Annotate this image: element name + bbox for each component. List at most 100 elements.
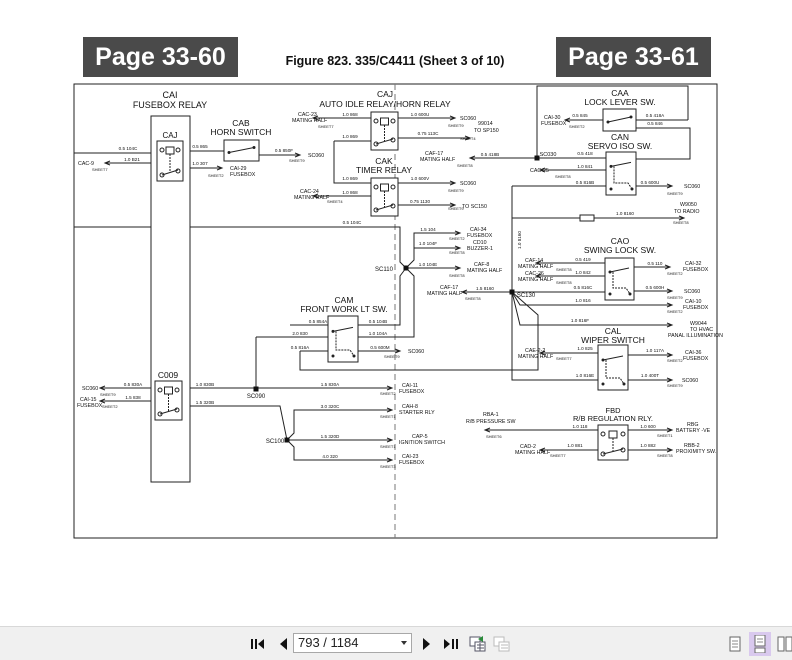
- connector-label: CD10: [473, 240, 487, 246]
- sheet-reference: SHEET2: [102, 404, 118, 409]
- next-page-button[interactable]: [418, 635, 436, 653]
- connector-label: FUSEBOX: [399, 460, 425, 466]
- connector-label: CAI-15: [80, 397, 97, 403]
- sheet-reference: SHEET9: [289, 158, 305, 163]
- wire-label: 1.0 869: [342, 134, 358, 139]
- wire-label: 1.0 816F: [571, 318, 589, 323]
- sheet-reference: SHEET9: [384, 354, 400, 359]
- components-caj2-code-label: CAJ: [377, 89, 393, 99]
- connector-arrow-icon: [454, 245, 462, 251]
- connector-label: SC060: [682, 378, 698, 384]
- connector-label: CAF-17: [440, 285, 458, 291]
- connector-label: CAC-23: [298, 112, 317, 118]
- sheet-reference: SHEET9: [667, 295, 683, 300]
- connector-arrow-icon: [666, 302, 674, 308]
- connector-label: MATING HALF: [515, 450, 551, 456]
- connector-label: R/B PRESSURE SW: [466, 419, 515, 425]
- forward-view-icon: [493, 636, 510, 652]
- first-page-button[interactable]: [249, 635, 267, 653]
- components-caa-code-label: CAA: [611, 88, 629, 98]
- wire-label: 0.5 816A: [291, 345, 310, 350]
- previous-page-button[interactable]: [274, 635, 292, 653]
- components-cal-name-label: WIPER SWITCH: [581, 335, 645, 345]
- components-cal-code-label: CAL: [605, 326, 622, 336]
- wire-label: 0.5 850F: [275, 148, 293, 153]
- components-caj2-name-label: AUTO IDLE RELAY/HORN RELAY: [319, 99, 451, 109]
- single-page-view-button[interactable]: [726, 635, 744, 653]
- c009-relay: [154, 380, 183, 421]
- connector-label: RBB-2: [684, 443, 700, 449]
- connector-label: RBG: [687, 422, 698, 428]
- previous-page-icon: [280, 638, 287, 650]
- sheet-reference: SHEET6: [486, 434, 502, 439]
- connector-arrow-icon: [449, 180, 457, 186]
- components-cak-code-label: CAK: [375, 156, 393, 166]
- wire-label: 0.5 418: [577, 151, 593, 156]
- connector-arrow-icon: [468, 155, 476, 161]
- wire-label: 1.0 830B: [196, 382, 214, 387]
- components-cab-code-label: CAB: [232, 118, 250, 128]
- sheet-reference: SHEET7: [318, 124, 334, 129]
- wire-label: 1.0 104A: [369, 331, 388, 336]
- connector-label: CAI-34: [470, 227, 487, 233]
- wire-label: 1.5 104: [420, 227, 436, 232]
- wire-label: 1.5 320B: [196, 400, 214, 405]
- go-forward-view-button[interactable]: [493, 635, 511, 653]
- connector-label: FUSEBOX: [467, 233, 493, 239]
- sheet-reference: SHEET9: [448, 123, 464, 128]
- sheet-reference: SHEET2: [208, 173, 224, 178]
- connector-label: PROXIMITY SW.: [676, 449, 716, 455]
- sheet-reference: SHEET7: [556, 356, 572, 361]
- wire-label: 1.5 8160: [476, 286, 494, 291]
- splices-sc030-label: SC030: [540, 152, 557, 158]
- connector-label: TO SP150: [474, 128, 499, 134]
- components-fbd-name-label: R/B REGULATION RLY.: [573, 414, 653, 423]
- wire-label: 1.0 8160: [616, 211, 634, 216]
- sc100-node: [284, 437, 290, 443]
- connector-arrow-icon: [666, 322, 674, 328]
- connector-label: STARTER RLY: [399, 410, 435, 416]
- connector-label: TO RADIO: [674, 209, 700, 215]
- components-caa-name-label: LOCK LEVER SW.: [584, 97, 655, 107]
- connector-label: TO SC150: [462, 204, 487, 210]
- sheet-reference: SHEET9: [100, 392, 116, 397]
- components-can-code-label: CAN: [611, 132, 629, 142]
- page-label-right: Page 33-61: [556, 37, 711, 77]
- connector-label: SC060: [684, 184, 700, 190]
- connector-label: CAI-36: [685, 350, 702, 356]
- page-dropdown-arrow-icon[interactable]: [401, 641, 407, 645]
- components-cao-name-label: SWING LOCK SW.: [584, 245, 656, 255]
- connector-arrow-icon: [386, 407, 394, 413]
- sheet-reference: SHEET4: [460, 136, 476, 141]
- connector-arrow-icon: [103, 160, 111, 166]
- wire-label: 0.5 854A: [309, 319, 328, 324]
- wire-label: 0.5 600M: [370, 345, 389, 350]
- connector-label: CAC-26: [525, 271, 544, 277]
- connector-arrow-icon: [386, 385, 394, 391]
- pdf-toolbar: 793 / 1184: [0, 626, 792, 660]
- last-page-button[interactable]: [442, 635, 460, 653]
- figure-title: Figure 823. 335/C4411 (Sheet 3 of 10): [285, 54, 505, 68]
- sheet-reference: SHEET9: [448, 188, 464, 193]
- connector-label: MATING HALF: [294, 195, 330, 201]
- connector-arrow-icon: [534, 273, 542, 279]
- connector-label: CAI-23: [402, 454, 419, 460]
- sheet-reference: SHEET1: [380, 414, 396, 419]
- caj-relay: [156, 140, 184, 182]
- connector-arrow-icon: [294, 152, 302, 158]
- wire-label: 0.5 110: [648, 261, 663, 266]
- facing-pages-view-button[interactable]: [776, 635, 792, 653]
- continuous-view-button[interactable]: [749, 632, 771, 656]
- connector-label: FUSEBOX: [541, 121, 567, 127]
- go-back-view-button[interactable]: [469, 635, 487, 653]
- cal-wiper-switch: [597, 344, 629, 391]
- wire-label: 1.0 868: [342, 190, 358, 195]
- connector-arrow-icon: [563, 117, 571, 123]
- connector-arrow-icon: [678, 215, 686, 221]
- splices-sc130-label: SC130: [517, 293, 536, 299]
- page-number-input[interactable]: 793 / 1184: [293, 633, 412, 653]
- connector-arrow-icon: [386, 437, 394, 443]
- page-number-value: 793 / 1184: [298, 635, 359, 650]
- wire-label: 0.5 600H: [646, 285, 665, 290]
- connector-arrow-icon: [216, 165, 224, 171]
